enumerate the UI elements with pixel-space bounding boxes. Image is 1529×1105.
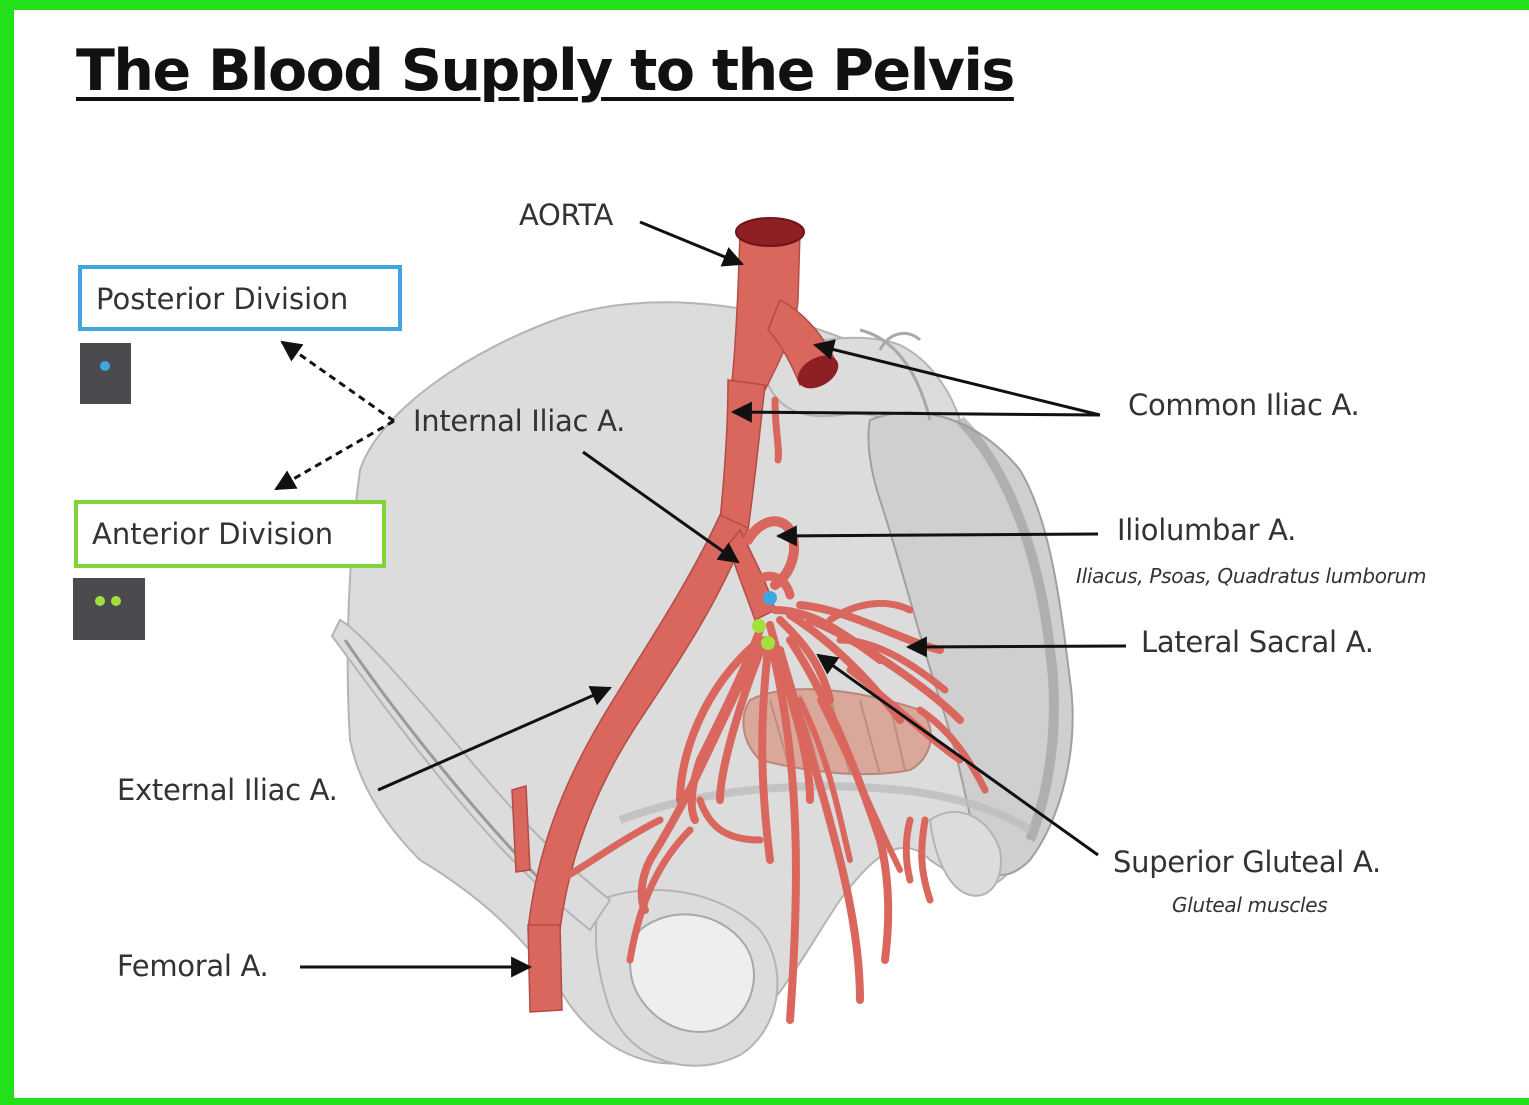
- iliolumbar-muscles-label: Iliacus, Psoas, Quadratus lumborum: [1076, 564, 1426, 588]
- lateral-sacral-leader: [908, 646, 1126, 647]
- femoral-side-branch: [512, 786, 530, 872]
- femoral-vessel: [528, 925, 562, 1012]
- posterior-division-pointer: [282, 342, 394, 421]
- lateral-sacral-label: Lateral Sacral A.: [1141, 625, 1374, 659]
- common-iliac-label: Common Iliac A.: [1128, 388, 1359, 422]
- femoral-label: Femoral A.: [117, 949, 268, 983]
- anterior-division-label: Anterior Division: [92, 517, 333, 551]
- aorta-lumen: [736, 218, 804, 246]
- superior-gluteal-muscles-label: Gluteal muscles: [1172, 893, 1327, 917]
- internal-iliac-label: Internal Iliac A.: [413, 404, 625, 438]
- anterior-division-marker-2: [761, 636, 775, 650]
- aorta-label: AORTA: [519, 198, 613, 232]
- ascending-branch: [775, 400, 778, 460]
- iliolumbar-label: Iliolumbar A.: [1117, 513, 1296, 547]
- anterior-division-box: Anterior Division: [74, 500, 386, 568]
- iliolumbar-leader: [778, 534, 1098, 536]
- external-iliac-label: External Iliac A.: [117, 773, 338, 807]
- anterior-division-marker-1: [752, 619, 766, 633]
- posterior-swatch-dot: [100, 361, 110, 371]
- posterior-division-box: Posterior Division: [78, 265, 402, 331]
- anterior-swatch-dot-1: [95, 596, 105, 606]
- posterior-division-label: Posterior Division: [96, 282, 348, 316]
- posterior-division-swatch: [80, 343, 131, 404]
- anterior-swatch-dot-2: [111, 596, 121, 606]
- posterior-division-marker: [763, 591, 777, 605]
- aorta-leader: [640, 222, 742, 264]
- superior-gluteal-label: Superior Gluteal A.: [1113, 845, 1381, 879]
- anterior-division-swatch: [73, 578, 145, 640]
